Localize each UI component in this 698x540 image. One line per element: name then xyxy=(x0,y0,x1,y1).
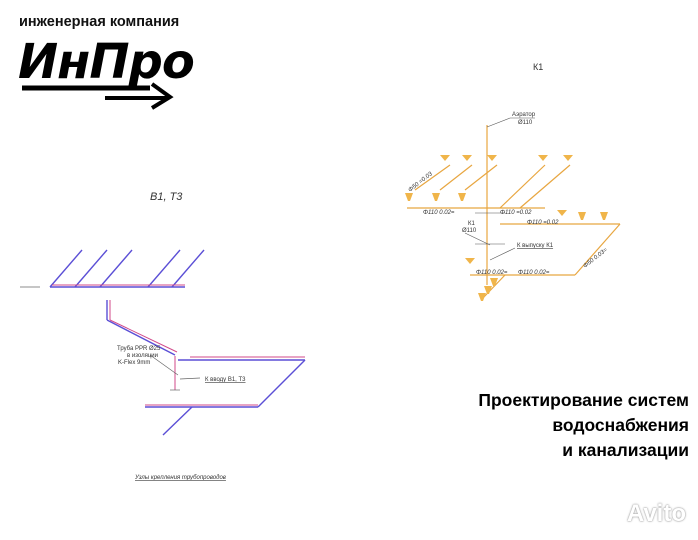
kflex-label: K-Flex 9mm xyxy=(118,360,150,366)
aerator-diameter: Ø110 xyxy=(518,120,533,126)
slope-label: Φ50 0.03= xyxy=(583,247,610,270)
right-drawing-title: К1 xyxy=(533,62,543,72)
outlet-label: К выпуску К1 xyxy=(517,243,554,249)
headline: Проектирование систем водоснабжения и ка… xyxy=(478,388,689,463)
headline-line: Проектирование систем xyxy=(478,390,689,410)
pipe-label: Труба PPR Ø25 xyxy=(117,346,161,352)
inlet-label: К вводу В1, Т3 xyxy=(205,377,246,383)
insulation-label: в изоляции xyxy=(127,353,158,359)
water-supply-diagram: В1, Т3 xyxy=(20,191,306,481)
slope-label: Φ50 =0.03 xyxy=(408,171,435,194)
k1-diameter: Ø110 xyxy=(462,228,477,234)
drawing-caption: Узлы крепления трубопроводов xyxy=(134,475,226,481)
headline-line: и канализации xyxy=(562,440,689,460)
slope-label: Φ110 0.02= xyxy=(423,210,455,216)
left-drawing-title: В1, Т3 xyxy=(150,191,183,203)
aerator-label: Аэратор xyxy=(512,112,536,118)
k1-label: К1 xyxy=(468,221,475,227)
company-logo: ИнПро xyxy=(18,34,195,90)
headline-line: водоснабжения xyxy=(552,415,689,435)
slope-label: Φ110 0.02= xyxy=(518,270,550,276)
slope-label: Φ110 0.02= xyxy=(476,270,508,276)
logo-arrow-icon xyxy=(22,82,174,110)
slope-label: Φ110 =0.02 xyxy=(500,210,532,216)
avito-watermark: Avito xyxy=(626,500,686,527)
slope-label: Φ110 =0.02 xyxy=(527,220,559,226)
fixture-icons xyxy=(405,155,608,301)
sewage-diagram: К1 Аэратор Ø110 xyxy=(405,62,621,301)
company-tagline: инженерная компания xyxy=(19,14,180,30)
